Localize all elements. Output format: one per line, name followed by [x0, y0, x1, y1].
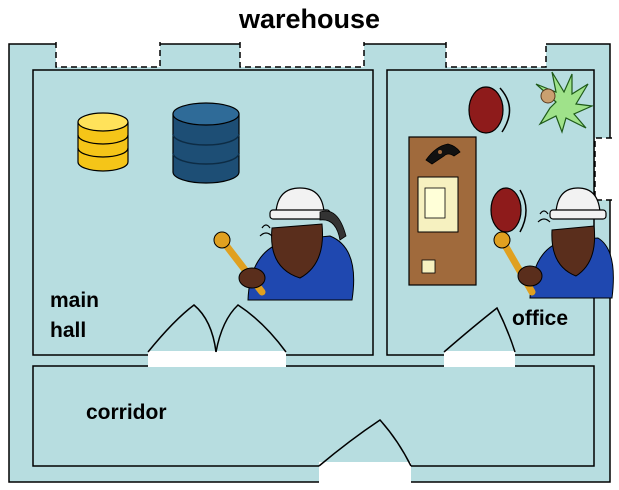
- main-hall-label: main hall: [50, 286, 130, 346]
- window-right: [594, 137, 612, 201]
- corridor-door: [318, 419, 412, 486]
- corridor-room: [32, 365, 595, 467]
- chair-icon: [490, 187, 527, 233]
- chair-icon: [468, 86, 511, 134]
- window-top-2: [239, 42, 365, 68]
- database-icon: [172, 102, 240, 184]
- main-hall-label-text: main hall: [50, 289, 100, 342]
- telephone-icon: [425, 143, 461, 165]
- office-label: office: [512, 307, 569, 330]
- plant-icon: [535, 71, 595, 134]
- diagram-title: warehouse: [238, 4, 381, 34]
- worker-icon: [213, 187, 355, 301]
- desk-icon: [408, 136, 477, 286]
- window-top-3: [445, 42, 547, 68]
- window-top-1: [55, 42, 161, 68]
- office-door: [443, 306, 516, 367]
- worker-icon: [493, 187, 614, 299]
- database-icon: [77, 112, 129, 172]
- corridor-label: corridor: [86, 401, 167, 424]
- main-hall-door: [147, 304, 287, 367]
